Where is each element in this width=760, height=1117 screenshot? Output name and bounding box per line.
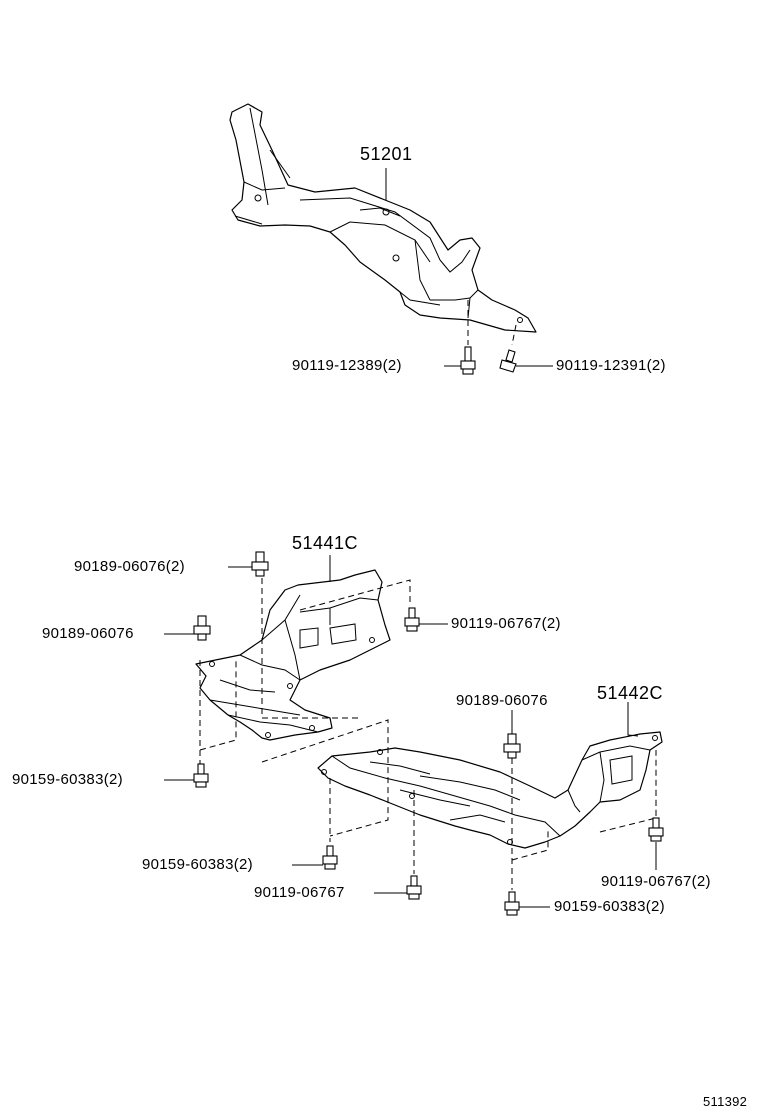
figure-id: 511392 bbox=[703, 1094, 748, 1109]
dash-far-right bbox=[599, 750, 657, 833]
fastener-label: 90119-06767 bbox=[254, 884, 345, 901]
bolt-90159-60383-center-icon bbox=[322, 845, 338, 870]
bolt-90119-06767-top-icon bbox=[404, 607, 420, 632]
clip-90189-06076-left-icon bbox=[193, 615, 211, 641]
fastener-label: 90119-12391(2) bbox=[556, 357, 666, 374]
leader-51442C bbox=[627, 702, 639, 737]
cover-51441C-drawing bbox=[195, 569, 391, 741]
bolt-90159-60383-right-icon bbox=[504, 891, 520, 916]
crossmember-51201-drawing bbox=[229, 103, 537, 333]
fastener-label: 90189-06076(2) bbox=[74, 558, 185, 575]
fastener-label: 90119-12389(2) bbox=[292, 357, 402, 374]
fastener-label: 90159-60383(2) bbox=[554, 898, 665, 915]
part-label-51441C: 51441C bbox=[292, 533, 359, 553]
clip-90189-06076-top-icon bbox=[251, 551, 269, 577]
fastener-label: 90189-06076 bbox=[42, 625, 134, 642]
bolt-90119-06767-right-icon bbox=[648, 817, 664, 842]
dash-right-box bbox=[511, 830, 549, 861]
fastener-label: 90119-06767(2) bbox=[601, 873, 711, 890]
bolt-90119-06767-center-icon bbox=[406, 875, 422, 900]
fastener-label: 90159-60383(2) bbox=[142, 856, 253, 873]
fastener-label: 90119-06767(2) bbox=[451, 615, 561, 632]
part-label-51442C: 51442C bbox=[597, 683, 664, 703]
dash-crossmember-bolt-2 bbox=[511, 324, 517, 346]
bolt-90159-60383-left-icon bbox=[193, 763, 209, 788]
fastener-label: 90159-60383(2) bbox=[12, 771, 123, 788]
fastener-label: 90189-06076 bbox=[456, 692, 548, 709]
part-label-51201: 51201 bbox=[360, 144, 413, 164]
bolt-90119-12389-icon bbox=[460, 346, 476, 375]
dash-center-box bbox=[261, 719, 389, 837]
dash-clip-left bbox=[261, 578, 360, 719]
bolt-90119-12391-icon bbox=[499, 349, 517, 373]
dash-left-box bbox=[199, 660, 237, 751]
clip-90189-06076-right-icon bbox=[503, 733, 521, 759]
cover-51442C-drawing bbox=[317, 731, 663, 849]
dash-right-box-top bbox=[299, 579, 411, 611]
